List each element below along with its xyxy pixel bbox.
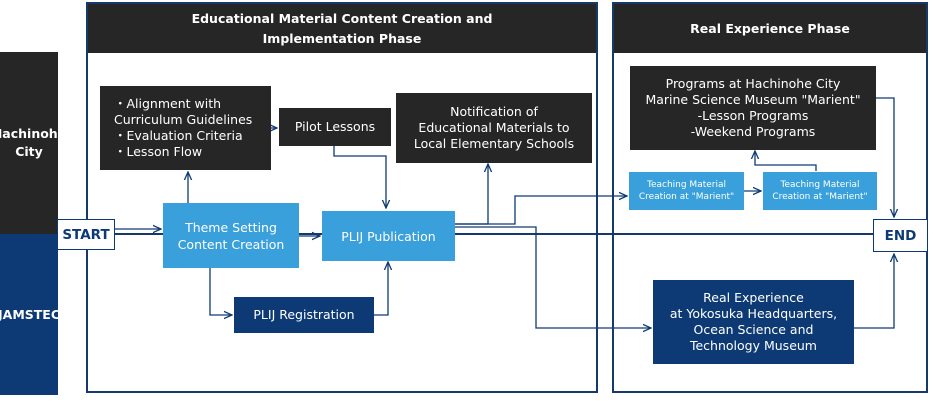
arrow-publication-notification — [455, 164, 488, 225]
row-label-jamstec: JAMSTEC — [0, 306, 61, 322]
arrow-publication-real — [455, 226, 651, 328]
real-experience-label: Real Experience at Yokosuka Headquarters… — [669, 290, 838, 353]
pilot-lessons-label: Pilot Lessons — [294, 119, 376, 134]
pilot-lessons-box: Pilot Lessons — [279, 108, 391, 146]
teaching-material-box-2: Teaching Material Creation at "Marient" — [763, 172, 877, 210]
teaching-material-label-2: Teaching Material Creation at "Marient" — [772, 180, 868, 202]
end-terminal: END — [873, 219, 928, 252]
guidelines-box: ・Alignment with Curriculum Guidelines ・E… — [100, 86, 271, 170]
programs-marient-label: Programs at Hachinohe City Marine Scienc… — [645, 76, 861, 139]
row-divider — [58, 233, 928, 235]
programs-marient-box: Programs at Hachinohe City Marine Scienc… — [630, 66, 876, 150]
arrow-pilot-publication — [333, 146, 386, 208]
row-label-hachinohe: Hachinohe City — [0, 126, 67, 159]
plij-publication-box: PLIJ Publication — [322, 211, 455, 261]
theme-setting-label: Theme Setting Content Creation — [177, 219, 285, 252]
arrow-real-end — [854, 254, 894, 329]
arrow-programs-end — [876, 97, 894, 217]
real-experience-box: Real Experience at Yokosuka Headquarters… — [653, 280, 854, 364]
guidelines-item-2: Curriculum Guidelines — [114, 112, 253, 127]
start-label: START — [62, 226, 110, 243]
teaching-material-box-1: Teaching Material Creation at "Marient" — [629, 172, 744, 210]
start-terminal: START — [57, 219, 115, 250]
notification-box: Notification of Educational Materials to… — [396, 93, 592, 163]
guidelines-item-1: ・Alignment with — [114, 96, 222, 111]
plij-publication-label: PLIJ Publication — [341, 228, 436, 244]
arrow-publication-teaching — [455, 196, 627, 225]
creation-phase-title: Educational Material Content Creation an… — [191, 10, 493, 46]
notification-label: Notification of Educational Materials to… — [413, 104, 575, 151]
end-label: END — [884, 227, 917, 244]
arrow-registration-publication — [374, 262, 388, 316]
teaching-material-label-1: Teaching Material Creation at "Marient" — [638, 180, 735, 202]
arrow-teaching-programs — [755, 151, 817, 171]
row-band-jamstec: JAMSTEC — [0, 234, 61, 395]
guidelines-item-4: ・Lesson Flow — [114, 144, 203, 159]
real-phase-title: Real Experience Phase — [690, 20, 850, 36]
creation-phase-header: Educational Material Content Creation an… — [88, 4, 596, 53]
guidelines-item-3: ・Evaluation Criteria — [114, 128, 243, 143]
real-phase-frame — [612, 2, 928, 393]
plij-registration-box: PLIJ Registration — [234, 297, 374, 333]
creation-phase-frame — [86, 2, 598, 393]
plij-registration-label: PLIJ Registration — [253, 307, 355, 322]
arrow-theme-registration — [209, 268, 232, 315]
real-phase-header: Real Experience Phase — [614, 4, 926, 53]
row-band-hachinohe: Hachinohe City — [0, 52, 66, 234]
theme-setting-box: Theme Setting Content Creation — [163, 203, 299, 268]
